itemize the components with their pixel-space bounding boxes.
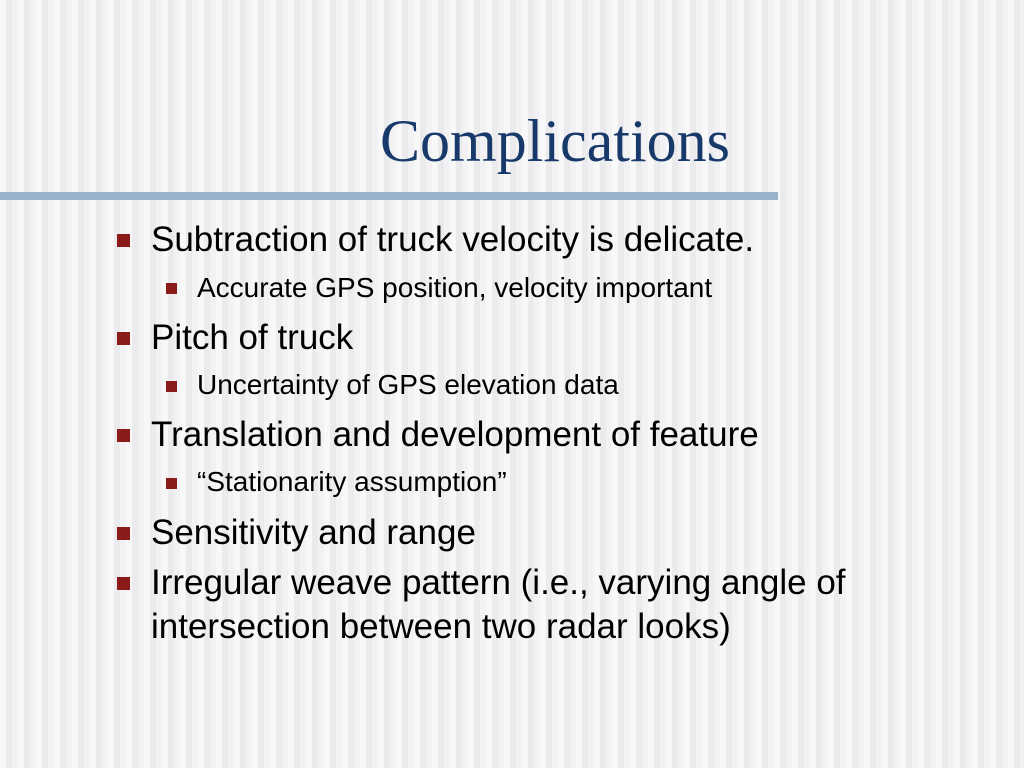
slide-title: Complications [380,108,730,174]
square-bullet-icon [117,527,130,540]
square-bullet-icon [117,234,130,247]
title-underline [0,192,778,200]
bullet-item: Irregular weave pattern (i.e., varying a… [151,563,846,646]
sub-bullet-item: Accurate GPS position, velocity importan… [197,272,713,303]
sub-bullet-item: Uncertainty of GPS elevation data [197,369,619,400]
sub-bullet-item: “Stationarity assumption” [197,466,507,497]
square-bullet-icon [166,381,177,392]
bullet-item: Translation and development of feature [151,415,759,454]
bullet-item: Subtraction of truck velocity is delicat… [151,220,755,259]
square-bullet-icon [117,577,130,590]
square-bullet-icon [117,429,130,442]
square-bullet-icon [166,478,177,489]
square-bullet-icon [166,283,177,294]
square-bullet-icon [117,332,130,345]
bullet-item: Sensitivity and range [151,513,476,552]
bullet-item: Pitch of truck [151,318,354,357]
